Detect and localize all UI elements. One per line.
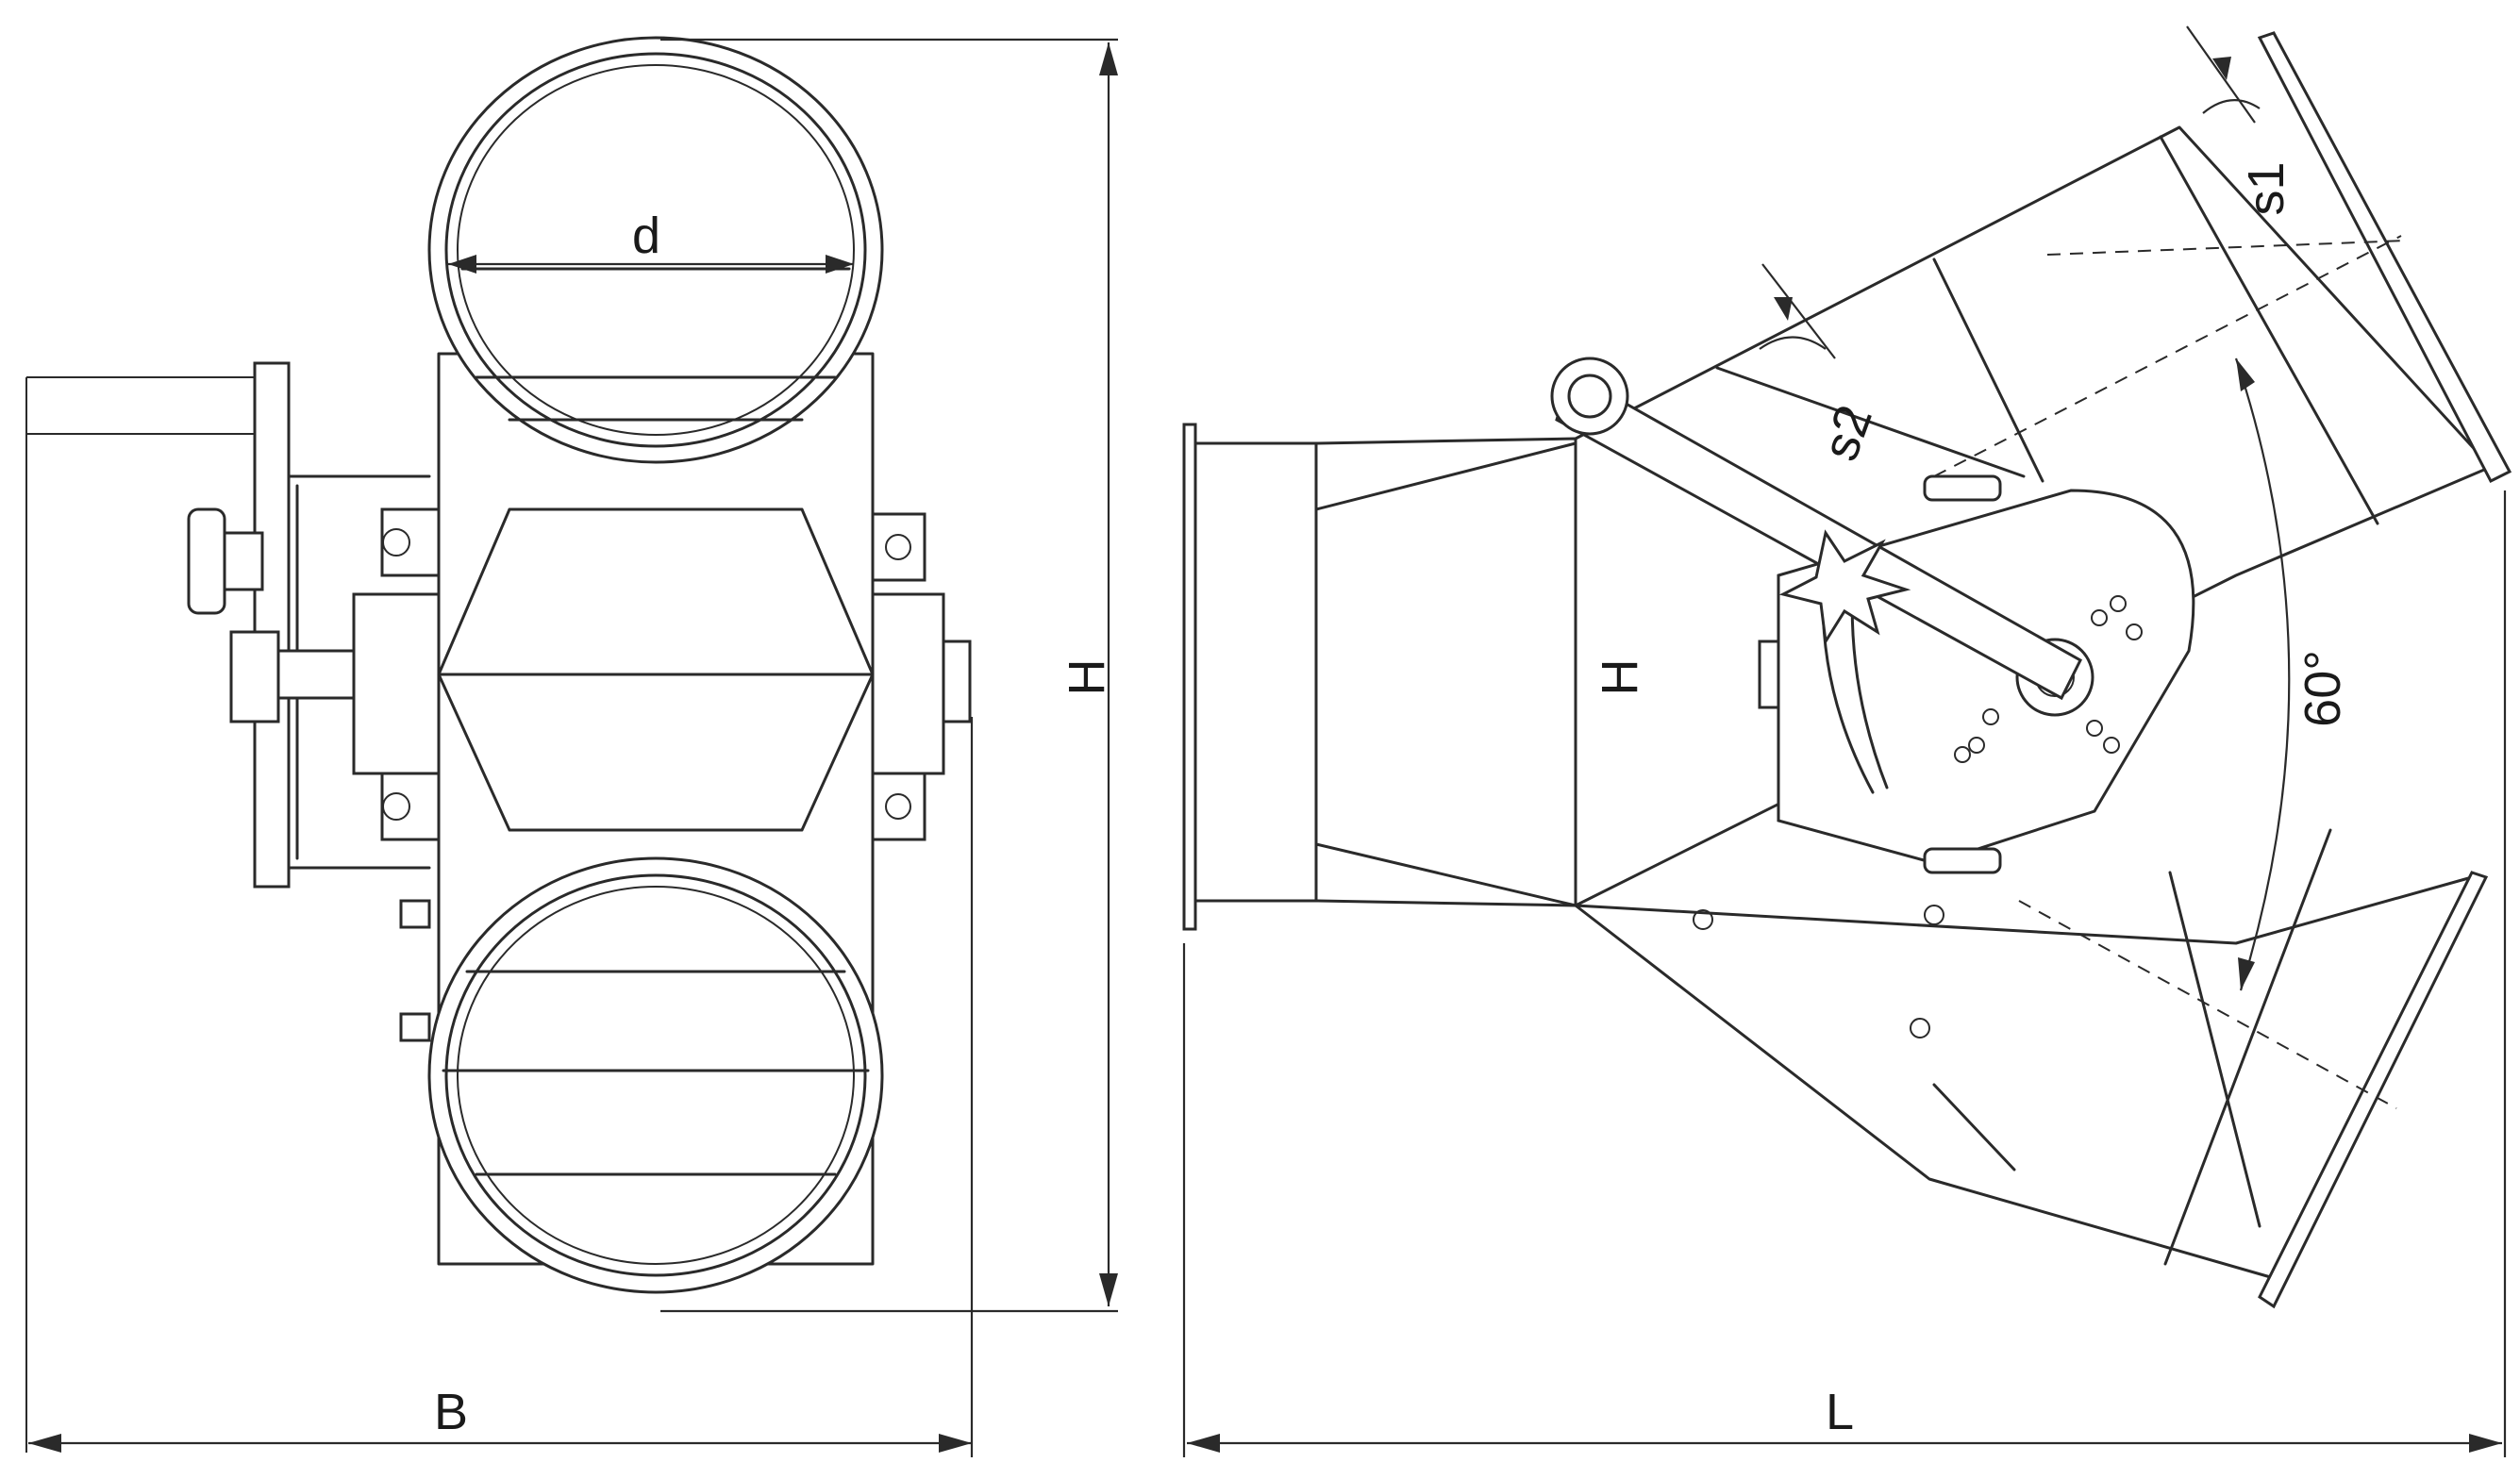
length-label: L <box>1826 1384 1854 1440</box>
flange-left <box>352 507 441 841</box>
top-pipe-opening <box>427 36 884 464</box>
s2-dimension: s2 <box>1759 263 1883 468</box>
s2-label: s2 <box>1811 398 1883 468</box>
width-label: B <box>434 1384 468 1440</box>
length-dimension: L <box>1182 490 2507 1457</box>
hole <box>1924 905 1944 925</box>
height-label-side: H <box>1592 659 1648 696</box>
height-dimension-front: H <box>660 38 1118 1313</box>
width-dimension: B <box>28 717 974 1457</box>
lower-branch <box>1574 828 2489 1309</box>
frame-outline <box>25 376 274 1453</box>
mounting-plate <box>253 361 291 889</box>
angle-dimension: 60° <box>2234 357 2351 991</box>
angle-label: 60° <box>2295 650 2351 727</box>
hole <box>1910 1018 1930 1039</box>
inlet-cone <box>1314 441 1577 907</box>
bolt <box>399 899 431 929</box>
side-view: H s1 s2 60° L <box>1182 25 2512 1457</box>
inlet-flange <box>1182 423 1197 931</box>
inlet-body <box>1193 437 1577 907</box>
housing-faces <box>437 507 875 832</box>
diameter-label: d <box>632 208 660 264</box>
hole <box>1693 909 1713 930</box>
adjust-knob-icon <box>187 507 356 723</box>
s1-dimension: s1 <box>2186 25 2295 216</box>
bolt <box>399 1012 431 1042</box>
bottom-pipe-opening <box>427 856 884 1294</box>
flange-right <box>871 512 972 841</box>
front-view: d H B <box>25 36 1118 1457</box>
diameter-dimension: d <box>448 208 854 274</box>
s1-label: s1 <box>2238 161 2295 215</box>
star-knob-icon <box>1778 529 1911 646</box>
height-label-front: H <box>1059 659 1115 696</box>
